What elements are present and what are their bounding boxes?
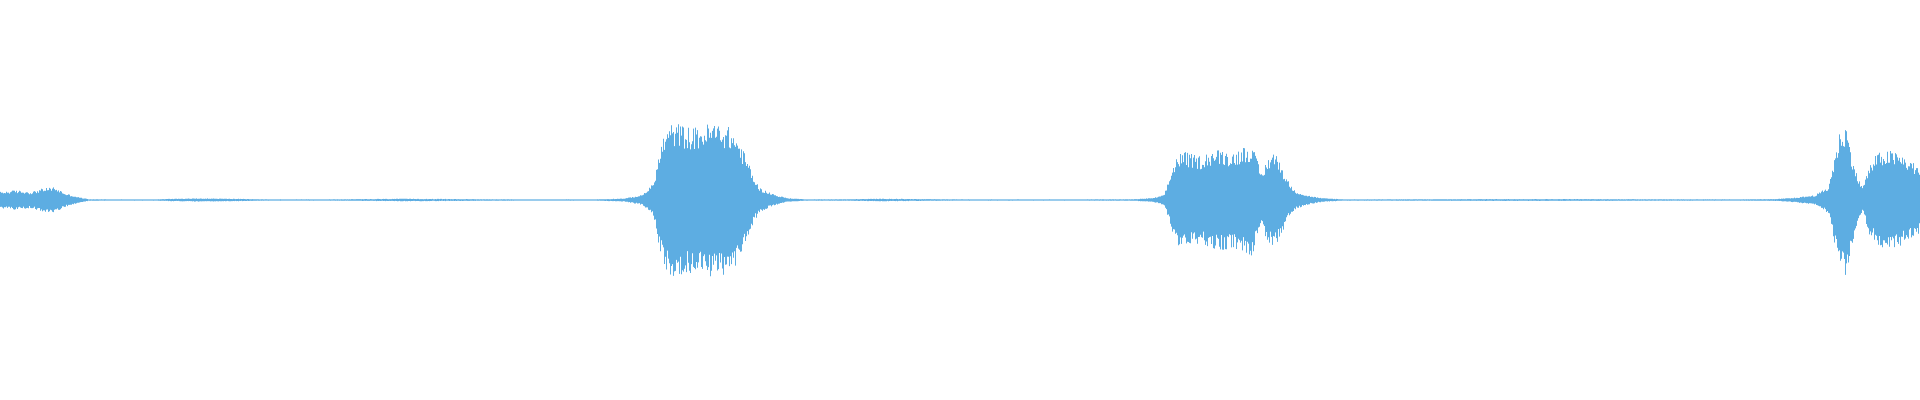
waveform-bars: [0, 124, 1920, 277]
